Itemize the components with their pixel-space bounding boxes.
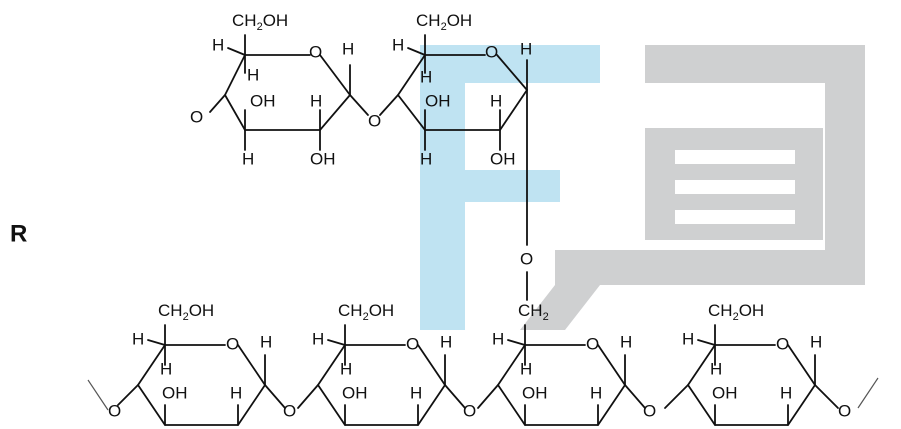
- atom-h: H: [520, 39, 532, 58]
- atom-o: O: [463, 401, 476, 420]
- atom-h: H: [710, 359, 722, 378]
- atom-o: O: [283, 401, 296, 420]
- atom-o: O: [586, 334, 599, 353]
- atom-h: H: [212, 35, 224, 54]
- atom-h: H: [490, 91, 502, 110]
- atom-h: H: [520, 359, 532, 378]
- atom-h: H: [242, 149, 254, 168]
- bottom-ring-1: [87, 324, 286, 426]
- atom-h: H: [310, 91, 322, 110]
- atom-ch2: CH2: [518, 301, 549, 322]
- atom-h: H: [420, 67, 432, 86]
- watermark-line-2: [675, 180, 795, 194]
- atom-h: H: [342, 39, 354, 58]
- atom-h: H: [230, 383, 242, 402]
- atom-ch2oh: CH2OH: [158, 301, 214, 322]
- figure-label: R: [10, 220, 27, 247]
- atom-ch2oh: CH2OH: [708, 301, 764, 322]
- top-ring-1: [209, 34, 399, 151]
- atom-o: O: [643, 401, 656, 420]
- atom-o: O: [309, 42, 322, 61]
- bottom-ring-2: [297, 324, 466, 426]
- atom-o: O: [190, 107, 203, 126]
- watermark-gray-bottom: [555, 250, 865, 285]
- watermark-logo: [420, 45, 865, 330]
- atom-h: H: [260, 332, 272, 351]
- atom-o: O: [368, 111, 381, 130]
- watermark-gray-slant: [520, 285, 600, 330]
- atom-oh: OH: [250, 91, 276, 110]
- atom-h: H: [682, 329, 694, 348]
- watermark-gray-right: [825, 45, 865, 285]
- watermark-line-3: [675, 210, 795, 224]
- atom-h: H: [410, 383, 422, 402]
- atom-h: H: [160, 359, 172, 378]
- atom-h: H: [312, 329, 324, 348]
- atom-h: H: [492, 329, 504, 348]
- atom-oh: OH: [162, 383, 188, 402]
- atom-h: H: [340, 359, 352, 378]
- bottom-ring-4: [664, 324, 879, 426]
- atom-o: O: [406, 334, 419, 353]
- atom-o: O: [838, 401, 851, 420]
- atom-h: H: [620, 332, 632, 351]
- atom-h: H: [810, 332, 822, 351]
- atom-o: O: [776, 334, 789, 353]
- atom-o: O: [108, 401, 121, 420]
- atom-oh: OH: [712, 383, 738, 402]
- atom-ch2oh: CH2OH: [416, 11, 472, 32]
- atom-h: H: [440, 332, 452, 351]
- atom-oh: OH: [490, 149, 516, 168]
- atom-h: H: [392, 35, 404, 54]
- atom-oh: OH: [342, 383, 368, 402]
- watermark-blue-bar-mid: [420, 170, 560, 202]
- atom-ch2oh: CH2OH: [338, 301, 394, 322]
- atom-h: H: [132, 329, 144, 348]
- atom-h: H: [590, 383, 602, 402]
- atom-o: O: [485, 42, 498, 61]
- top-ring-2: [397, 34, 528, 301]
- atom-h: H: [247, 65, 259, 84]
- watermark-line-1: [675, 150, 795, 164]
- atom-oh: OH: [425, 91, 451, 110]
- atom-h: H: [420, 149, 432, 168]
- bottom-ring-3: [477, 324, 646, 426]
- atom-o: O: [226, 334, 239, 353]
- atom-h: H: [780, 383, 792, 402]
- atom-oh: OH: [522, 383, 548, 402]
- atom-o: O: [520, 249, 533, 268]
- atom-oh: OH: [310, 149, 336, 168]
- atom-ch2oh: CH2OH: [232, 11, 288, 32]
